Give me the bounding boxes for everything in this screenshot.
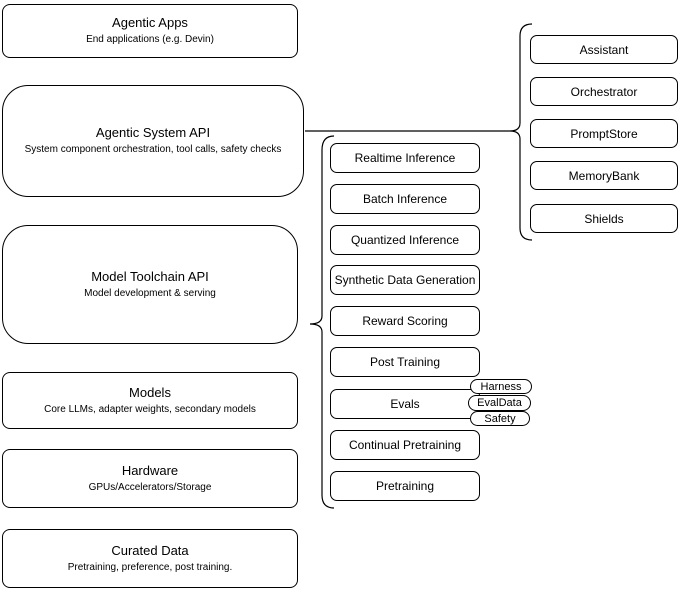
node-title: Model Toolchain API [91,268,209,284]
node-models: Models Core LLMs, adapter weights, secon… [2,372,298,429]
node-agentic-system-api: Agentic System API System component orch… [2,85,304,197]
node-continual-pretraining: Continual Pretraining [330,430,480,460]
node-assistant: Assistant [530,35,678,64]
node-model-toolchain-api: Model Toolchain API Model development & … [2,225,298,344]
tag-safety: Safety [470,411,530,426]
node-title: Agentic System API [95,125,211,141]
node-subtitle: Pretraining, preference, post training. [67,561,233,573]
node-title: Agentic Apps [112,15,188,31]
tag-evaldata: EvalData [468,395,531,411]
node-post-training: Post Training [330,347,480,377]
node-orchestrator: Orchestrator [530,77,678,106]
system-group-brace [509,23,533,241]
node-subtitle: Model development & serving [84,287,216,299]
node-subtitle: End applications (e.g. Devin) [86,34,214,46]
node-title: Models [129,384,171,400]
node-promptstore: PromptStore [530,119,678,148]
node-reward-scoring: Reward Scoring [330,306,480,336]
node-realtime-inference: Realtime Inference [330,143,480,173]
node-agentic-apps: Agentic Apps End applications (e.g. Devi… [2,4,298,58]
node-title: Curated Data [111,542,189,558]
node-subtitle: System component orchestration, tool cal… [24,144,282,156]
node-hardware: Hardware GPUs/Accelerators/Storage [2,449,298,508]
node-synthetic-data-generation: Synthetic Data Generation [330,265,480,295]
node-memorybank: MemoryBank [530,161,678,190]
node-subtitle: Core LLMs, adapter weights, secondary mo… [44,403,256,415]
node-title: Hardware [121,462,179,478]
node-curated-data: Curated Data Pretraining, preference, po… [2,529,298,588]
node-quantized-inference: Quantized Inference [330,225,480,255]
node-batch-inference: Batch Inference [330,184,480,214]
node-evals: Evals [330,389,480,419]
node-pretraining: Pretraining [330,471,480,501]
node-subtitle: GPUs/Accelerators/Storage [88,481,212,493]
node-shields: Shields [530,204,678,233]
tag-harness: Harness [470,379,532,394]
